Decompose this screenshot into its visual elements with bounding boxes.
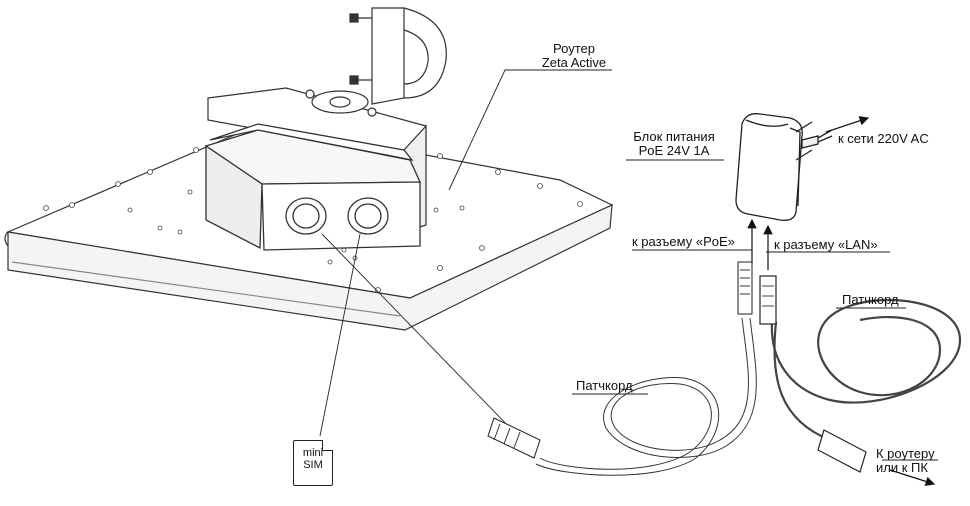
patchcord-poe	[487, 261, 757, 476]
leader-lines	[319, 69, 938, 461]
poe-power-supply	[735, 113, 833, 221]
patchcord-lan	[759, 275, 962, 473]
router-label-line1: Роутер	[553, 41, 595, 56]
to-router-label: К роутеру или к ПК	[876, 447, 935, 475]
router-box	[204, 123, 422, 251]
arrows	[747, 116, 936, 487]
sim-label-line1: mini	[302, 447, 324, 459]
lan-port-label: к разъему «LAN»	[774, 237, 878, 252]
poe-port-label: к разъему «PoE»	[632, 234, 735, 249]
to-router-line1: К роутеру	[876, 446, 935, 461]
mains-label: к сети 220V AC	[838, 131, 929, 146]
mounting-bracket	[207, 7, 447, 233]
to-router-line2: или к ПК	[876, 460, 928, 475]
router-label-line2: Zeta Active	[541, 55, 607, 70]
sim-label-line2: SIM	[303, 459, 323, 471]
psu-label-line1: Блок питания	[633, 129, 715, 144]
patchcord-right-label: Патчкорд	[842, 292, 899, 307]
router-label: Роутер Zeta Active	[528, 42, 620, 70]
psu-label: Блок питания PoE 24V 1A	[624, 130, 724, 158]
patchcord-left-label: Патчкорд	[576, 378, 633, 393]
psu-label-line2: PoE 24V 1A	[638, 143, 710, 158]
mini-sim-card: mini SIM	[293, 440, 333, 486]
